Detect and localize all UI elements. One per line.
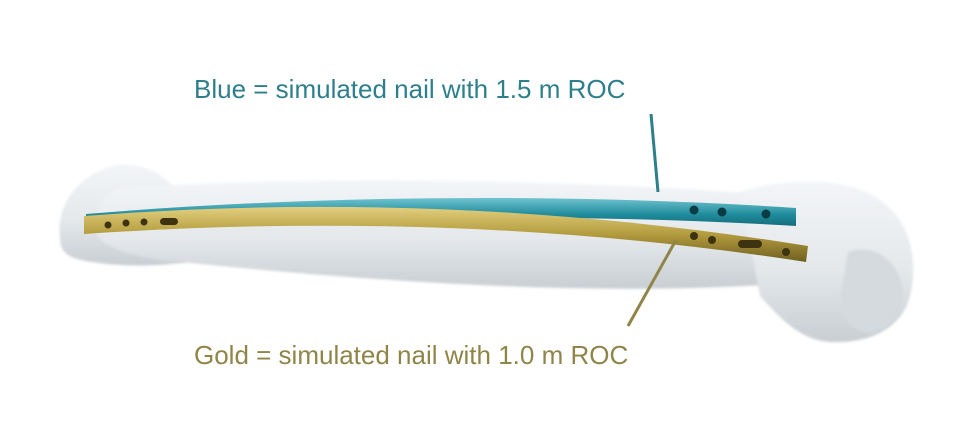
gold-nail-body (84, 206, 808, 262)
gold-leader-line (626, 239, 678, 327)
blue-nail-hole (717, 207, 727, 217)
gold-nail-hole (708, 236, 716, 244)
blue-leader-line (649, 113, 660, 193)
gold-nail-hole (690, 232, 698, 240)
gold-nail-hole (140, 218, 148, 226)
blue-nail-hole (689, 205, 699, 215)
gold-nail-label: Gold = simulated nail with 1.0 m ROC (194, 340, 629, 370)
blue-nail-label: Blue = simulated nail with 1.5 m ROC (194, 74, 626, 104)
gold-nail (84, 206, 808, 262)
gold-nail-slot (738, 240, 762, 248)
blue-nail-hole (761, 209, 771, 219)
gold-nail-hole (782, 248, 790, 256)
gold-nail-hole (104, 221, 112, 229)
gold-nail-hole (122, 219, 130, 227)
gold-nail-slot (160, 218, 178, 225)
femur-condyle-inner (840, 249, 903, 333)
